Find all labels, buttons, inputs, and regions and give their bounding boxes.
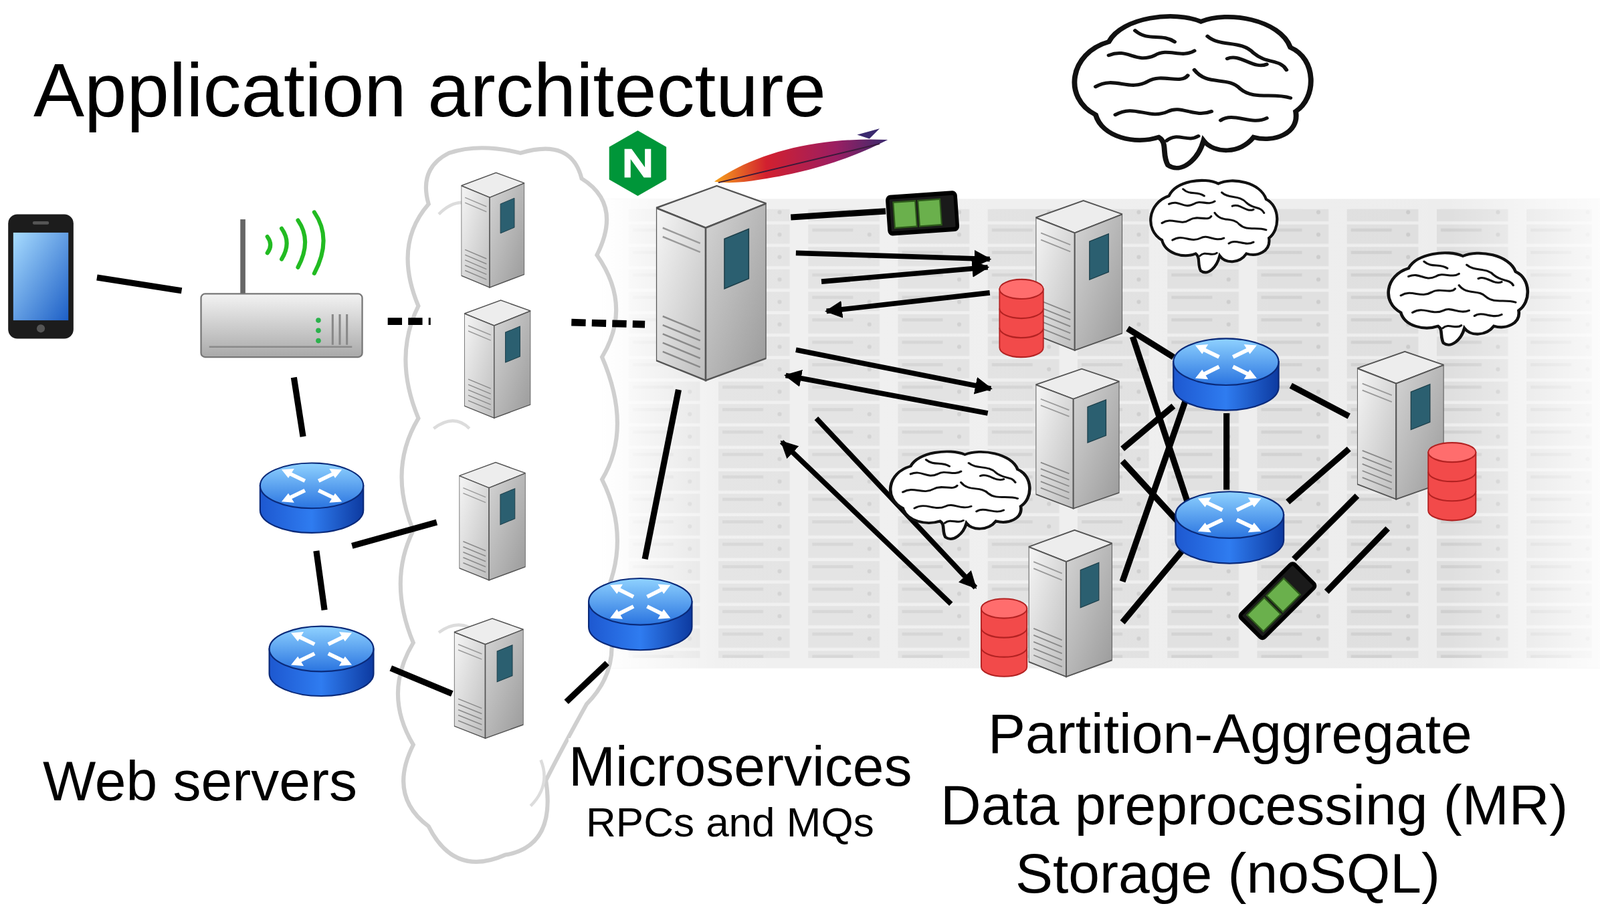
section-label: Storage (noSQL)	[1015, 845, 1441, 902]
section-label: Microservices	[568, 738, 912, 795]
router-icons	[260, 338, 1284, 697]
database-icons	[981, 279, 1476, 677]
server-icons	[454, 172, 1445, 739]
brain-icons	[890, 16, 1528, 539]
nginx-logo	[609, 130, 667, 196]
packet-icons	[886, 192, 1316, 640]
wifi-router-icon	[201, 212, 363, 358]
title-heading: Application architecture	[33, 52, 827, 129]
section-label: Partition-Aggregate	[987, 705, 1473, 762]
cloud-inner-curves	[433, 202, 544, 807]
section-label: RPCs and MQs	[585, 802, 875, 844]
section-label: Web servers	[42, 753, 358, 810]
request-arrows	[781, 252, 992, 605]
apache-feather-logo	[714, 128, 888, 183]
smartphone-icon	[8, 214, 74, 339]
section-label: Data preprocessing (MR)	[940, 777, 1568, 834]
